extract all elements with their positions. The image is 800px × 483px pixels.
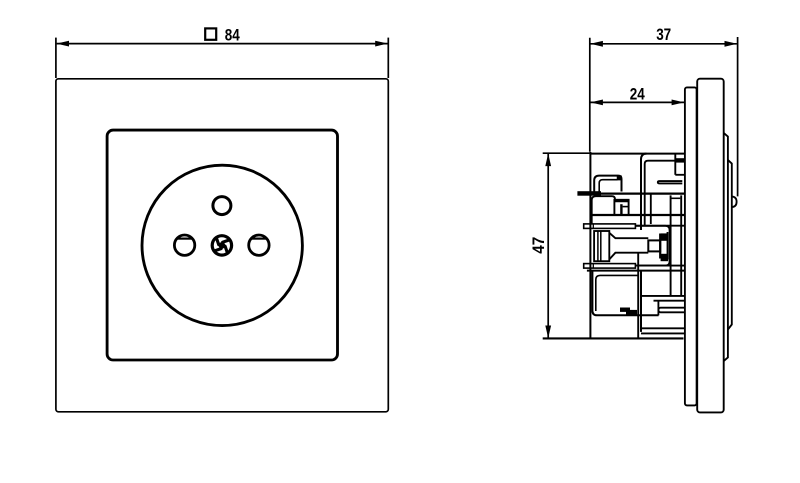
svg-text:84: 84 [225, 27, 241, 45]
svg-text:37: 37 [656, 26, 671, 44]
svg-text:47: 47 [530, 237, 548, 254]
svg-text:24: 24 [630, 86, 646, 104]
